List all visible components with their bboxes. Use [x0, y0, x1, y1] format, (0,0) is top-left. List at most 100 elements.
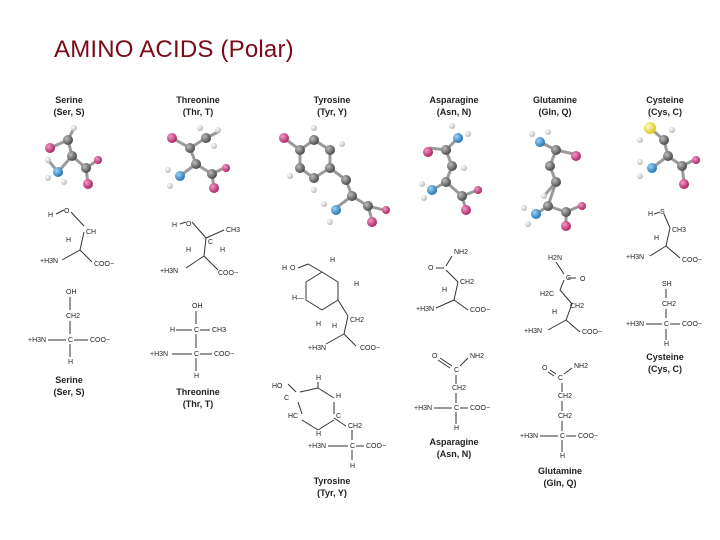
svg-text:C: C [454, 405, 459, 412]
svg-text:O: O [186, 221, 192, 228]
header-tyrosine-abbr: (Tyr, Y) [317, 107, 347, 117]
svg-text:C: C [560, 433, 565, 440]
svg-text:+H3N: +H3N [520, 433, 538, 440]
svg-text:H: H [48, 212, 53, 219]
svg-text:H: H [350, 463, 355, 470]
header-glutamine: Glutamine (Gln, Q) [510, 94, 600, 118]
svg-text:COO−: COO− [682, 321, 702, 328]
svg-text:CH2: CH2 [460, 279, 474, 286]
svg-text:H: H [552, 309, 557, 316]
svg-text:COO−: COO− [470, 307, 490, 314]
threonine-fischer-formula: OH H C CH3 +H3N C COO− H [150, 303, 234, 380]
cysteine-zigzag-formula: H S CH3 H +H3N COO− [626, 209, 702, 264]
header-threonine: Threonine (Thr, T) [153, 94, 243, 118]
svg-text:C: C [336, 413, 341, 420]
svg-text:C: C [208, 239, 213, 246]
header-asparagine-name: Asparagine [429, 95, 479, 105]
svg-text:COO−: COO− [90, 337, 110, 344]
svg-text:CH2: CH2 [348, 423, 362, 430]
svg-text:C: C [68, 337, 73, 344]
svg-text:O: O [580, 276, 586, 283]
svg-text:COO−: COO− [470, 405, 490, 412]
svg-text:O: O [542, 365, 548, 372]
svg-text:CH2: CH2 [66, 313, 80, 320]
svg-text:O: O [428, 265, 434, 272]
svg-text:NH2: NH2 [470, 353, 484, 360]
caption-threonine: Threonine (Thr, T) [153, 386, 243, 410]
cysteine-ball-model [637, 122, 700, 189]
svg-text:COO−: COO− [94, 261, 114, 268]
svg-text:HO: HO [272, 383, 283, 390]
svg-text:CH3: CH3 [226, 227, 240, 234]
svg-text:OH: OH [192, 303, 203, 310]
svg-text:C: C [194, 351, 199, 358]
svg-text:H: H [282, 265, 287, 272]
caption-tyrosine: Tyrosine (Tyr, Y) [287, 475, 377, 499]
header-serine-abbr: (Ser, S) [53, 107, 85, 117]
glutamine-zigzag-formula: H2N C O H2C CH2 H +H3N COO− [524, 255, 602, 336]
caption-cysteine-abbr: (Cys, C) [647, 364, 682, 374]
tyrosine-fischer-formula: HO H C H HC C H CH2 +H3N C COO− H [272, 375, 386, 470]
svg-text:COO−: COO− [214, 351, 234, 358]
serine-zigzag-formula: H O CH H +H3N COO− [40, 208, 114, 268]
svg-text:H: H [336, 393, 341, 400]
caption-asparagine-abbr: (Asn, N) [436, 449, 472, 459]
header-cysteine: Cysteine (Cys, C) [620, 94, 710, 118]
header-cysteine-name: Cysteine [646, 95, 684, 105]
svg-text:CH3: CH3 [672, 227, 686, 234]
svg-text:+H3N: +H3N [626, 321, 644, 328]
svg-text:COO−: COO− [366, 443, 386, 450]
threonine-zigzag-formula: H O C CH3 H H +H3N COO− [160, 221, 240, 277]
svg-text:COO−: COO− [582, 329, 602, 336]
svg-text:O: O [432, 353, 438, 360]
svg-text:C: C [558, 375, 563, 382]
svg-text:C: C [284, 395, 289, 402]
header-threonine-name: Threonine [176, 95, 220, 105]
svg-text:+H3N: +H3N [626, 254, 644, 261]
svg-text:H: H [194, 373, 199, 380]
svg-text:SH: SH [662, 281, 672, 288]
svg-text:H: H [442, 287, 447, 294]
header-glutamine-name: Glutamine [532, 95, 577, 105]
caption-serine: Serine (Ser, S) [24, 374, 114, 398]
svg-text:HC: HC [288, 413, 298, 420]
threonine-ball-model [165, 125, 230, 193]
svg-text:COO−: COO− [578, 433, 598, 440]
header-tyrosine-name: Tyrosine [313, 95, 351, 105]
svg-text:H: H [560, 453, 565, 460]
serine-ball-model [45, 125, 102, 189]
header-threonine-abbr: (Thr, T) [182, 107, 214, 117]
svg-text:H: H [648, 211, 653, 218]
caption-glutamine: Glutamine (Gln, Q) [515, 465, 605, 489]
svg-text:H: H [354, 281, 359, 288]
svg-text:H—: H— [292, 295, 304, 302]
svg-text:CH2: CH2 [558, 393, 572, 400]
svg-text:H: H [316, 321, 321, 328]
svg-text:H: H [316, 375, 321, 382]
svg-text:CH: CH [86, 229, 96, 236]
svg-text:CH2: CH2 [570, 303, 584, 310]
header-serine: Serine (Ser, S) [24, 94, 114, 118]
svg-text:H: H [66, 237, 71, 244]
svg-text:+H3N: +H3N [150, 351, 168, 358]
svg-text:COO−: COO− [360, 345, 380, 352]
svg-text:C: C [454, 367, 459, 374]
svg-text:+H3N: +H3N [308, 345, 326, 352]
caption-serine-name: Serine [55, 375, 83, 385]
svg-text:C: C [664, 321, 669, 328]
svg-text:H2N: H2N [548, 255, 562, 262]
svg-text:CH3: CH3 [212, 327, 226, 334]
caption-glutamine-name: Glutamine [537, 466, 582, 476]
header-asparagine-abbr: (Asn, N) [436, 107, 472, 117]
caption-cysteine: Cysteine (Cys, C) [620, 351, 710, 375]
svg-text:H2C: H2C [540, 291, 554, 298]
svg-text:H: H [186, 247, 191, 254]
header-cysteine-abbr: (Cys, C) [647, 107, 682, 117]
caption-glutamine-abbr: (Gln, Q) [543, 478, 577, 488]
svg-text:+H3N: +H3N [308, 443, 326, 450]
svg-text:NH2: NH2 [454, 249, 468, 256]
svg-text:C: C [566, 275, 571, 282]
svg-text:O: O [290, 265, 296, 272]
svg-text:+H3N: +H3N [416, 306, 434, 313]
